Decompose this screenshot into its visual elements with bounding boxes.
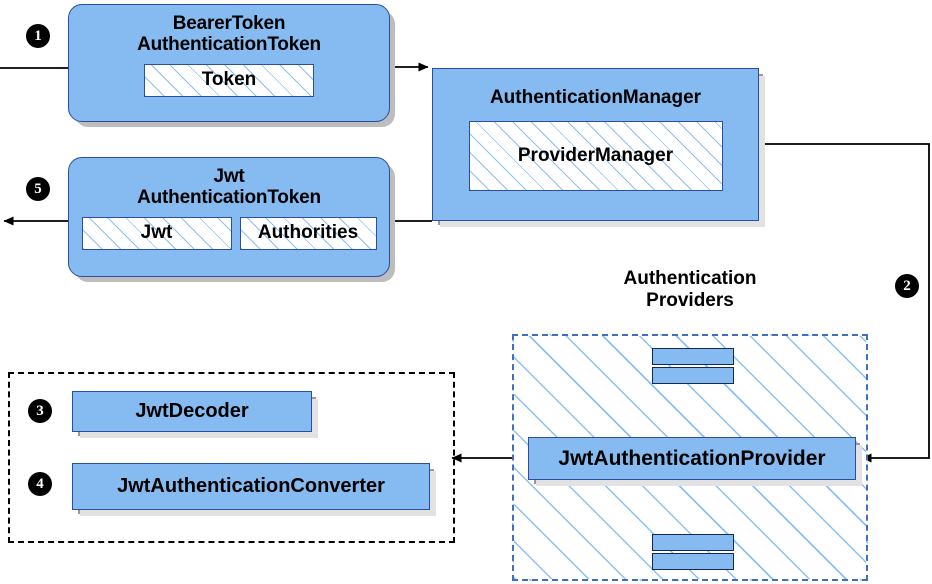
jwt-token-slot-jwt: Jwt [81, 216, 232, 250]
bearer-token-title-line2: AuthenticationToken [137, 34, 321, 56]
bearer-token-slot-token: Token [144, 63, 314, 97]
bearer-token-title: BearerToken AuthenticationToken [69, 13, 389, 56]
step-bullet-3: 3 [28, 399, 52, 423]
jwt-token-slot-row: Jwt Authorities [81, 216, 377, 250]
jwt-token-title: Jwt AuthenticationToken [69, 166, 389, 209]
step-bullet-5: 5 [26, 177, 50, 201]
jwt-decoder-box: JwtDecoder [72, 391, 312, 432]
step-bullet-1: 1 [26, 24, 50, 48]
bearer-token-authentication-token-card: BearerToken AuthenticationToken Token [68, 4, 390, 122]
jwt-token-title-line2: AuthenticationToken [137, 187, 321, 209]
jwt-authentication-converter-box: JwtAuthenticationConverter [72, 463, 430, 510]
provider-stub-top-2 [652, 367, 734, 384]
provider-stub-bottom-2 [652, 553, 734, 570]
authentication-manager-box: AuthenticationManager ProviderManager [432, 68, 759, 221]
authentication-providers-label: Authentication Providers [570, 268, 810, 312]
jwt-token-slot-authorities: Authorities [239, 216, 377, 250]
jwt-authentication-token-card: Jwt AuthenticationToken Jwt Authorities [68, 157, 390, 277]
jwt-token-title-line1: Jwt [213, 166, 245, 187]
step-bullet-2: 2 [895, 274, 919, 298]
authentication-manager-title: AuthenticationManager [489, 87, 702, 108]
provider-stub-top-1 [652, 348, 734, 365]
bearer-token-title-line1: BearerToken [172, 13, 286, 34]
authentication-providers-label-line2: Providers [646, 289, 734, 311]
authentication-providers-label-line1: Authentication [623, 268, 757, 289]
step-bullet-4: 4 [28, 472, 52, 496]
jwt-authentication-provider-box: JwtAuthenticationProvider [528, 437, 856, 480]
jwt-support-group [8, 372, 455, 543]
wire-manager-to-provider [759, 143, 930, 463]
provider-stub-bottom-1 [652, 534, 734, 551]
authentication-manager-slot-provider-manager: ProviderManager [468, 121, 723, 191]
